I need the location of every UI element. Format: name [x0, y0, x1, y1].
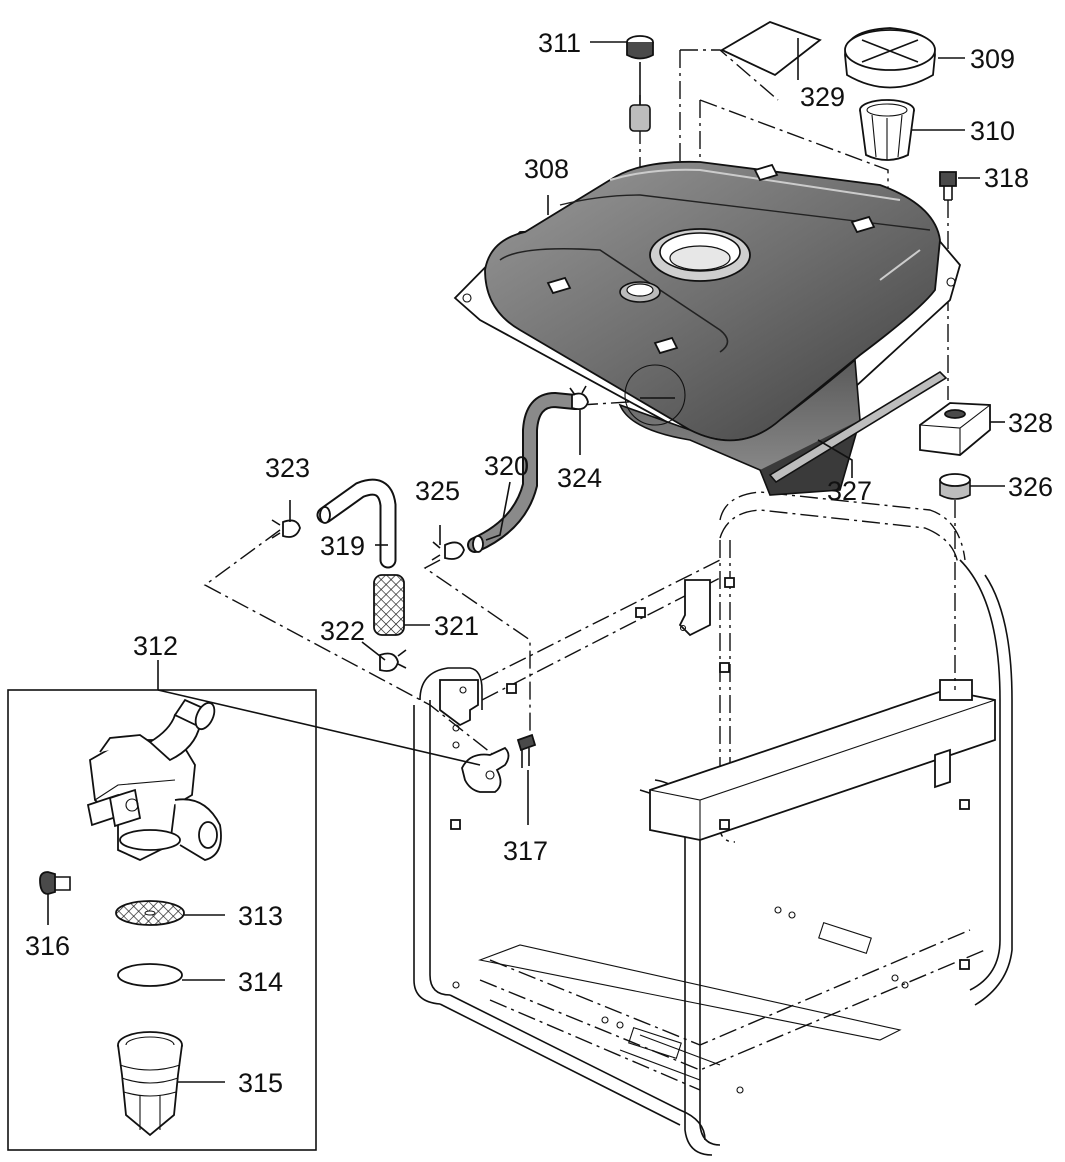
- label-319: 319: [320, 531, 365, 561]
- label-sticker: [720, 21, 822, 77]
- leader-lines: [47, 38, 1005, 1083]
- label-322: 322: [320, 616, 365, 646]
- label-313: 313: [238, 901, 283, 931]
- label-324: 324: [557, 463, 602, 493]
- label-327: 327: [827, 476, 872, 506]
- bolt-317: [516, 733, 537, 768]
- fuel-cock-mounted: [461, 746, 510, 793]
- grommet: [939, 473, 971, 500]
- label-312: 312: [133, 631, 178, 661]
- label-317: 317: [503, 836, 548, 866]
- hose-clamp-324: [569, 385, 589, 411]
- rubber-mount: [919, 402, 991, 456]
- rubber-strip: [768, 370, 948, 484]
- hose-clamp-325: [431, 541, 465, 561]
- label-318: 318: [984, 163, 1029, 193]
- fuel-hose-319: [316, 478, 397, 569]
- hose-clamp-322: [379, 649, 407, 672]
- fuel-strainer: [859, 99, 915, 161]
- label-320: 320: [484, 451, 529, 481]
- label-328: 328: [1008, 408, 1053, 438]
- label-314: 314: [238, 967, 283, 997]
- fuel-cock-inset: [7, 689, 317, 1151]
- fuel-filter: [373, 574, 405, 636]
- label-329: 329: [800, 82, 845, 112]
- label-308: 308: [524, 154, 569, 184]
- label-310: 310: [970, 116, 1015, 146]
- label-311: 311: [538, 28, 581, 58]
- label-309: 309: [970, 44, 1015, 74]
- label-323: 323: [265, 453, 310, 483]
- hose-clamp-323: [271, 519, 301, 539]
- fuel-hose-320: [467, 391, 583, 553]
- label-321: 321: [434, 611, 479, 641]
- fuel-cap: [844, 27, 936, 89]
- label-316: 316: [25, 931, 70, 961]
- label-325: 325: [415, 476, 460, 506]
- label-326: 326: [1008, 472, 1053, 502]
- fuel-gauge-cap: [626, 35, 654, 132]
- part-labels: 311 329 309 310 318 308 328 326 327 324 …: [25, 28, 1053, 1098]
- frame: [413, 491, 1013, 1156]
- bolt-318: [939, 171, 957, 201]
- label-315: 315: [238, 1068, 283, 1098]
- fuel-tank: [453, 160, 961, 496]
